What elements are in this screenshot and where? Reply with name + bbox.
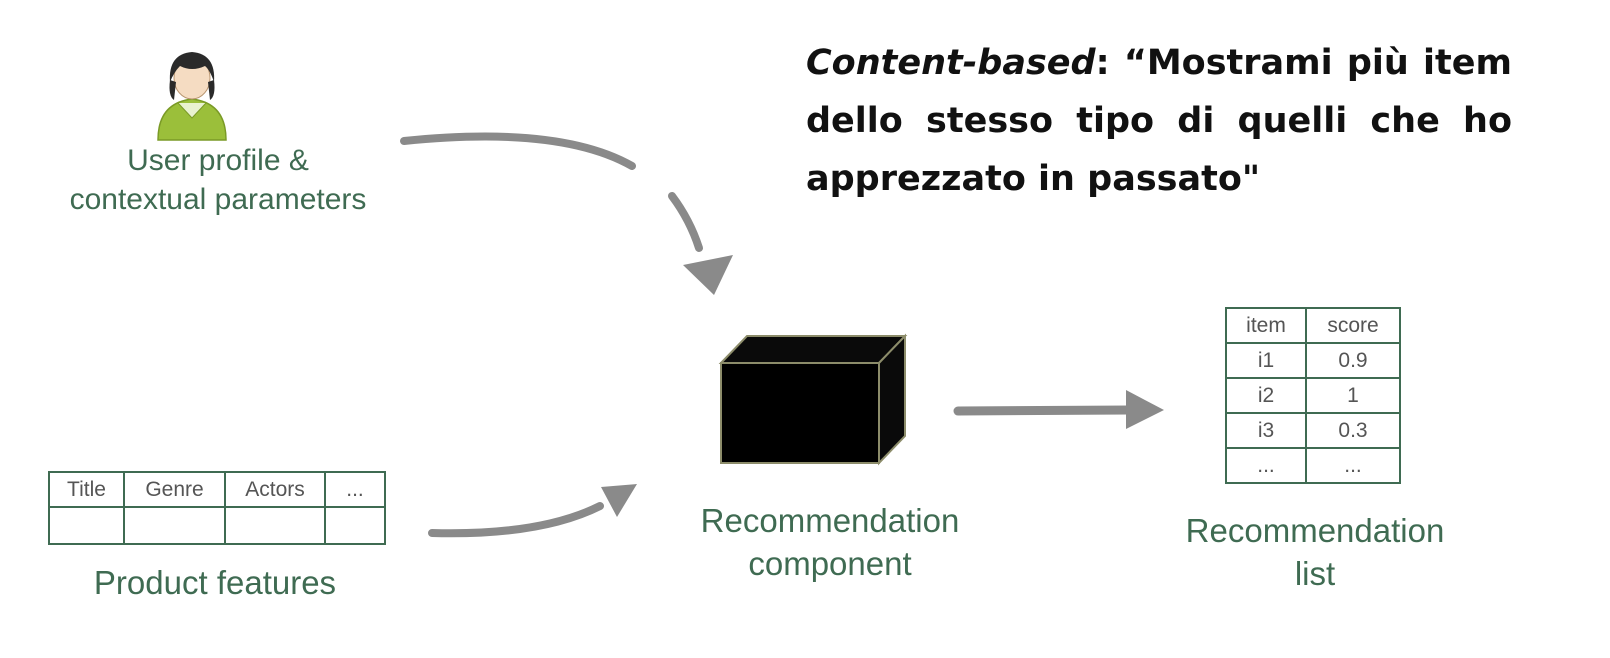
profile-to-component-arrow	[400, 132, 733, 295]
recommendation-component-label-line1: Recommendation	[700, 502, 960, 539]
heading-rest: : “Mostrami più item dello stesso tipo d…	[806, 43, 1512, 199]
table-cell: ...	[1225, 447, 1307, 484]
table-row: i3 0.3	[1225, 412, 1401, 449]
table-cell	[324, 506, 386, 545]
user-profile-label-line1: User profile &	[127, 144, 309, 177]
table-row: ... ...	[1225, 447, 1401, 484]
product-features-table: Title Genre Actors ...	[48, 471, 386, 545]
heading-text: Content-based: “Mostrami più item dello …	[806, 34, 1512, 208]
recommendation-list-table: item score i1 0.9 i2 1 i3 0.3 ... ...	[1225, 307, 1401, 484]
component-to-list-arrow	[953, 390, 1164, 429]
heading-emphasis: Content-based	[806, 43, 1096, 83]
product-features-label: Product features	[48, 562, 382, 605]
recommendation-component-label-line2: component	[748, 544, 912, 582]
table-cell	[123, 506, 226, 545]
features-to-component-arrow	[428, 484, 637, 538]
table-cell: i2	[1225, 377, 1307, 414]
table-row: i2 1	[1225, 377, 1401, 414]
recommendation-component-box	[718, 333, 908, 466]
table-header-cell: score	[1305, 307, 1401, 344]
user-avatar-icon	[157, 52, 227, 141]
table-header-cell: item	[1225, 307, 1307, 344]
recommendation-list-label-line1: Recommendation	[1185, 512, 1445, 549]
recommendation-list-label: Recommendation list	[1160, 510, 1470, 596]
table-cell	[224, 506, 326, 545]
product-features-label-text: Product features	[93, 564, 337, 601]
table-cell: 0.3	[1305, 412, 1401, 449]
table-header-cell: Actors	[224, 471, 326, 508]
recommendation-component-label: Recommendation component	[660, 500, 1000, 586]
product-features-empty-row	[48, 506, 386, 545]
table-header-cell: Title	[48, 471, 125, 508]
table-cell: ...	[1305, 447, 1401, 484]
table-header-cell: Genre	[123, 471, 226, 508]
user-profile-label: User profile & contextual parameters	[36, 141, 400, 219]
product-features-header-row: Title Genre Actors ...	[48, 471, 386, 508]
table-header-row: item score	[1225, 307, 1401, 344]
user-profile-label-line2: contextual parameters	[69, 183, 367, 216]
table-cell	[48, 506, 125, 545]
table-row: i1 0.9	[1225, 342, 1401, 379]
table-cell: i3	[1225, 412, 1307, 449]
table-cell: 0.9	[1305, 342, 1401, 379]
recommendation-list-label-line2: list	[1294, 554, 1336, 592]
table-cell: 1	[1305, 377, 1401, 414]
table-cell: i1	[1225, 342, 1307, 379]
table-header-cell: ...	[324, 471, 386, 508]
